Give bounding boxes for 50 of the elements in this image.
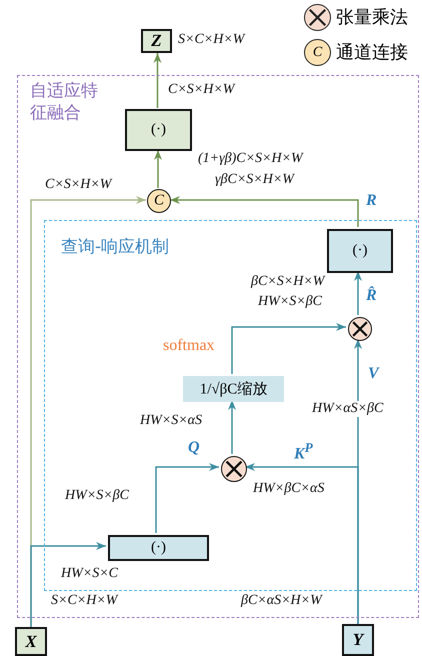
region-title: 自适应特征融合 [30,80,99,124]
arrow [228,400,236,454]
tensor-box [141,29,172,53]
operation-box [327,229,393,273]
edge-label: C×S×H×W [168,82,234,98]
node-label: (·) [352,242,368,260]
edge-label: HW×S×αS [140,413,202,429]
edge-label: V [368,366,379,382]
arrow [231,323,346,374]
dimension-label: S×C×H×W [178,32,244,48]
arrow [155,463,219,533]
node-label: Y [352,630,366,650]
edge-label: C×S×H×W [45,177,112,193]
multiply-circle [348,317,372,341]
edge-label: Q [188,440,200,456]
dimension-label: βC×αS×H×W [240,593,323,609]
dimension-label: γβC×S×H×W [214,172,295,188]
dimension-label: HW×αS×βC [311,401,384,417]
node-label: C [152,192,166,210]
operation-box [108,535,209,561]
edge-label: (1+γβ)C×S×H×W [198,151,303,167]
legend-label: 通道连接 [336,42,408,64]
dimension-label: HW×βC×αS [252,481,326,497]
node-label: (·) [150,122,167,138]
node-label: Z [150,31,163,51]
edge-label: softmax [163,338,215,354]
concat-circle [147,189,171,213]
tensor-box [15,627,47,656]
arrow [354,271,362,315]
symbol-letter: C [312,44,324,60]
operation-box [125,109,192,151]
arrow [170,196,359,227]
multiply-circle [221,456,247,482]
region-title: 查询-响应机制 [61,236,170,258]
arrow [30,542,106,627]
tensor-box [342,624,374,656]
edge-label: R̂ [366,288,377,304]
dimension-label: HW×S×βC [64,488,130,504]
dimension-label: βC×S×H×W [250,274,326,290]
edge-label: K$^{P}$ [294,440,313,462]
node-label: (·) [150,540,167,556]
arrow [354,339,362,624]
scaling-box [183,376,284,402]
legend-label: 张量乘法 [336,7,408,29]
edge-label: R [366,193,377,209]
arrow [154,53,162,108]
arrow [154,150,162,188]
dimension-label: HW×S×βC [257,294,323,310]
node-label: X [24,632,38,652]
node-label: 1/√βC缩放 [198,380,268,398]
